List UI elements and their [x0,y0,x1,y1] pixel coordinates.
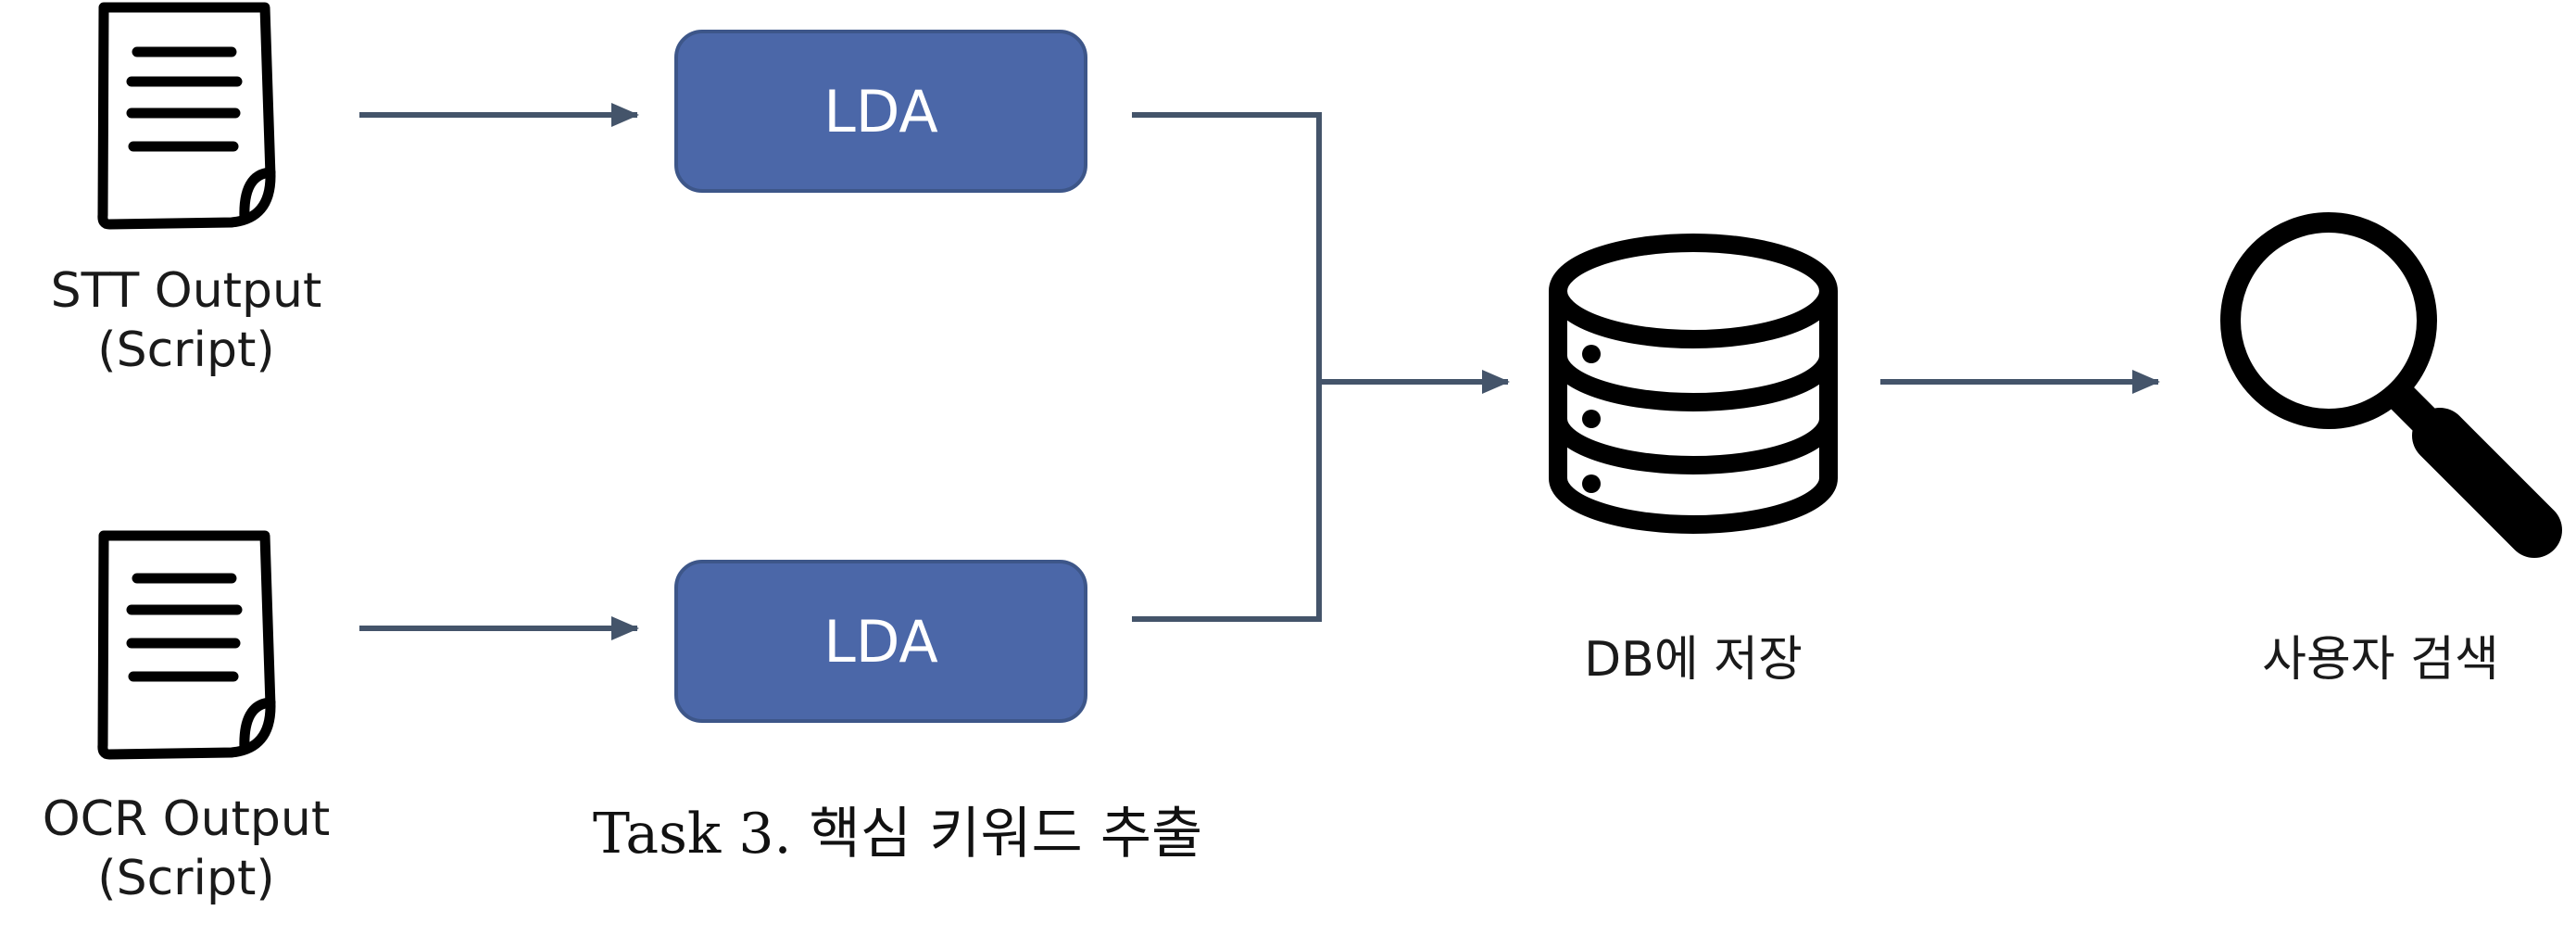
ocr-output-line2: (Script) [97,851,275,906]
stt-output-line1: STT Output [50,263,322,319]
magnifier-icon [2220,212,2562,558]
lda-box-top: LDA [674,30,1087,193]
database-icon [1549,234,1838,534]
ocr-output-line1: OCR Output [42,791,331,847]
ocr-output-label: OCR Output (Script) [19,790,354,908]
connector-top [1132,112,1322,382]
document-icon [97,2,276,230]
stt-output-line2: (Script) [97,323,275,378]
user-search-label: 사용자 검색 [2262,632,2499,688]
task-caption: Task 3. 핵심 키워드 추출 [593,802,1203,866]
db-storage-label: DB에 저장 [1584,632,1803,688]
document-icon [97,530,276,760]
lda-box-top-label: LDA [823,77,938,145]
stt-output-label: STT Output (Script) [19,261,354,380]
connector-bottom [1132,382,1322,622]
lda-box-bottom-label: LDA [823,607,938,676]
lda-box-bottom: LDA [674,560,1087,723]
